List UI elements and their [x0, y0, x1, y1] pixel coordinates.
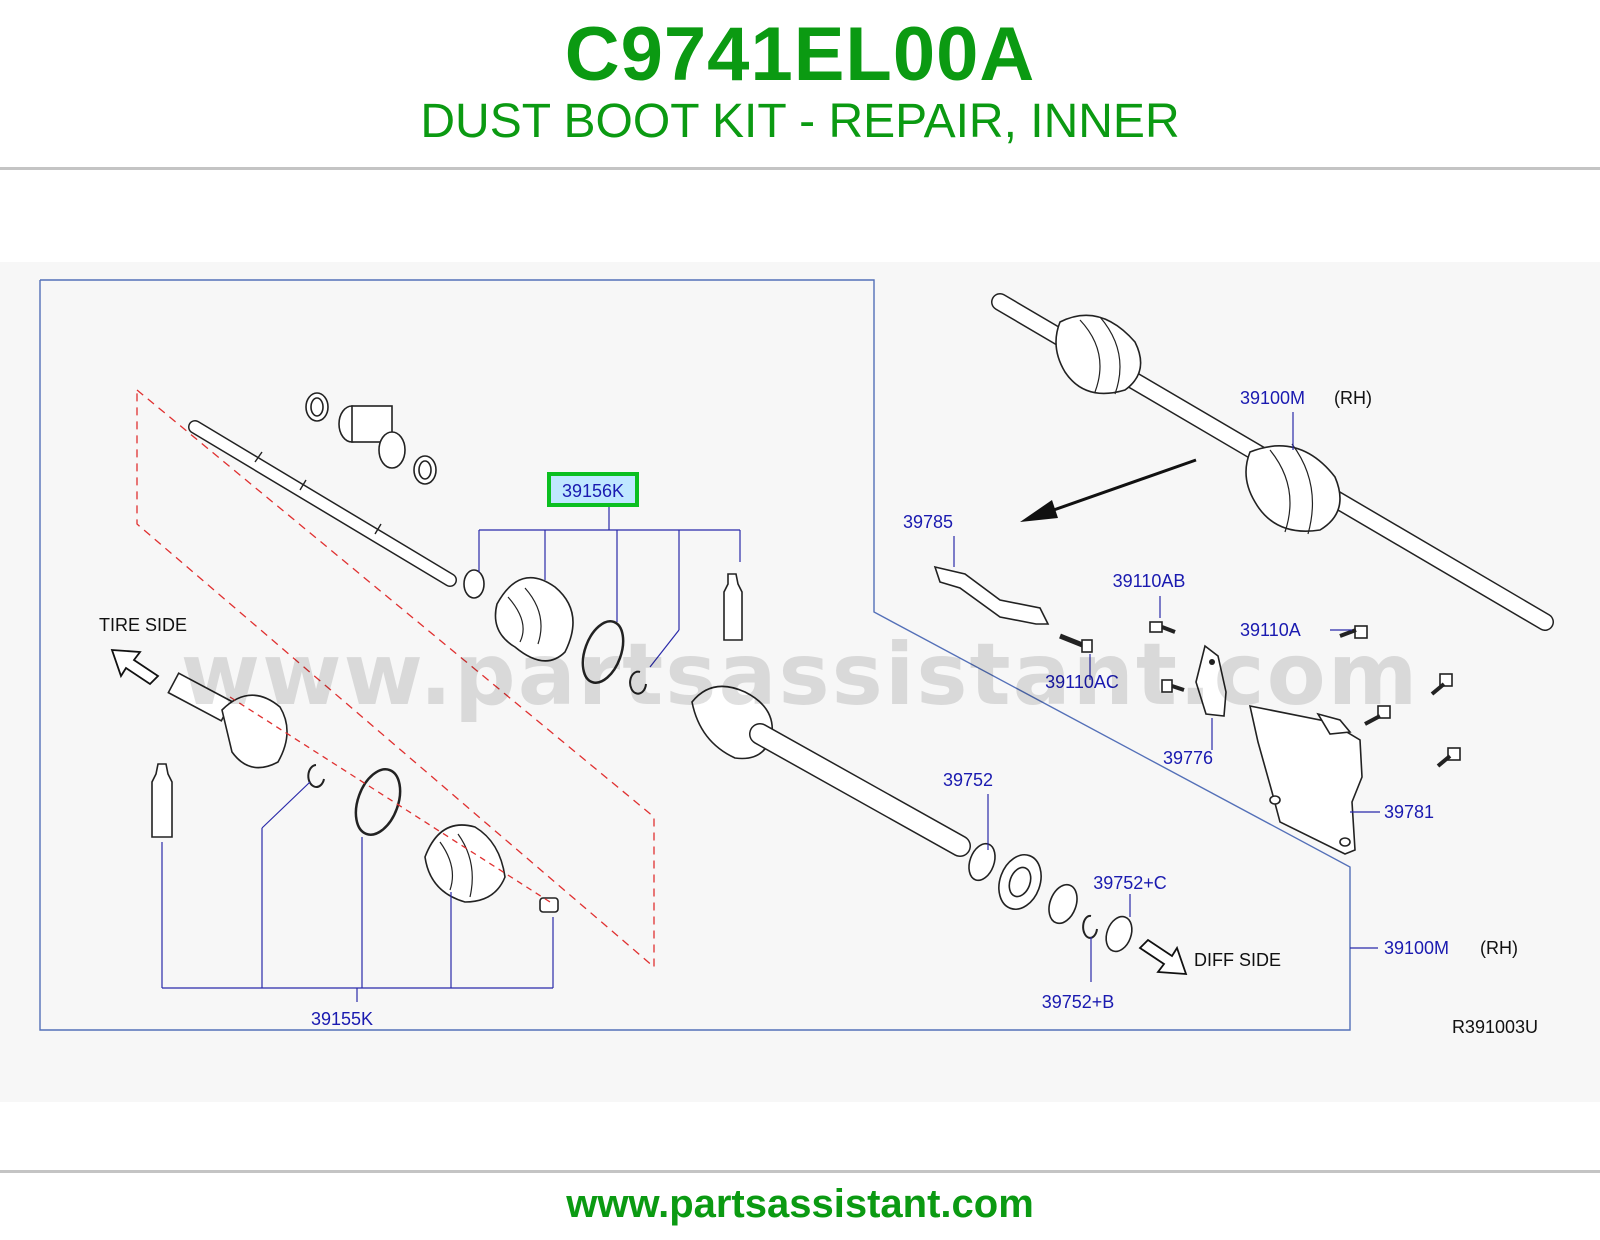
- footer-divider: [0, 1170, 1600, 1173]
- leader-39155K: [161, 781, 554, 1002]
- label-39156K[interactable]: 39156K: [562, 481, 624, 501]
- footer-url-link[interactable]: www.partsassistant.com: [566, 1182, 1034, 1226]
- bearing-part: [998, 854, 1042, 910]
- label-39110AC[interactable]: 39110AC: [1045, 672, 1119, 692]
- header-divider: [0, 167, 1600, 170]
- inner-dust-boot-part: [494, 576, 574, 662]
- drive-shaft-assembly-part: [991, 293, 1554, 631]
- assembly-frame: [39, 279, 1351, 1031]
- direction-arrow-icon: [1020, 458, 1197, 522]
- label-39110A[interactable]: 39110A: [1240, 620, 1301, 640]
- label-39155K[interactable]: 39155K: [311, 1009, 373, 1029]
- label-rh-bottom: (RH): [1480, 938, 1518, 958]
- bolt-39110AB-part: [1149, 621, 1176, 634]
- snap-ring-part: [629, 670, 647, 695]
- diagram-background: [0, 262, 1600, 1102]
- plate-39776-part: [1195, 644, 1227, 717]
- ring-inner: [310, 397, 324, 417]
- washer-part: [1048, 883, 1078, 925]
- snap-ring-b-part: [1082, 914, 1098, 939]
- highlight-39156K[interactable]: [547, 472, 639, 507]
- tire-side-arrow-icon: [110, 649, 160, 686]
- label-rh-top: (RH): [1334, 388, 1372, 408]
- grease-tube-part: [723, 573, 743, 641]
- label-39100M-bottom[interactable]: 39100M: [1384, 938, 1449, 958]
- label-39785[interactable]: 39785: [903, 512, 953, 532]
- support-bracket-39781-part: [1248, 704, 1363, 855]
- outer-axis-line: [229, 696, 551, 903]
- label-39110AB[interactable]: 39110AB: [1113, 571, 1186, 591]
- leader-39752: [987, 794, 1131, 982]
- watermark: www.partsassistant.com: [181, 625, 1420, 725]
- grease-tube-outer-part: [151, 763, 173, 838]
- bolt-part: [1161, 679, 1185, 693]
- exploded-view-box: [136, 388, 655, 969]
- damper-part: [338, 405, 406, 469]
- outer-joint-part: [167, 672, 288, 769]
- boot-band-part: [581, 620, 625, 684]
- label-39781[interactable]: 39781: [1384, 802, 1434, 822]
- label-39100M-top[interactable]: 39100M: [1240, 388, 1305, 408]
- bracket-39785-part: [933, 565, 1050, 625]
- seal-c-part: [1105, 915, 1133, 953]
- label-39776[interactable]: 39776: [1163, 748, 1213, 768]
- bolt-part: [1364, 705, 1391, 726]
- part-description: DUST BOOT KIT - REPAIR, INNER: [420, 95, 1180, 148]
- outer-band-part: [354, 768, 402, 836]
- bolt-part: [1430, 673, 1453, 696]
- part-number-title: C9741EL00A: [564, 12, 1036, 97]
- small-band-part: [539, 897, 559, 913]
- bolt-39110AC-part: [1059, 633, 1093, 653]
- bolt-part: [1436, 747, 1461, 768]
- ring-inner: [418, 460, 432, 480]
- label-39752[interactable]: 39752: [943, 770, 993, 790]
- diff-side-label: DIFF SIDE: [1194, 950, 1281, 970]
- inner-shaft-part: [691, 685, 971, 857]
- label-39752C[interactable]: 39752+C: [1093, 873, 1167, 893]
- bolt-39110A-part: [1339, 625, 1368, 639]
- inner-ring-part: [463, 569, 485, 599]
- exploded-parts-diagram: 39156K TIRE SIDE 39155K: [0, 262, 1600, 1102]
- axle-shaft-part: [188, 420, 457, 587]
- diff-side-arrow-icon: [1138, 938, 1188, 975]
- tire-side-label: TIRE SIDE: [99, 615, 187, 635]
- outer-dust-boot-part: [424, 824, 506, 903]
- leader-39156K: [478, 506, 741, 668]
- label-39752B[interactable]: 39752+B: [1042, 992, 1115, 1012]
- reference-code: R391003U: [1452, 1017, 1538, 1037]
